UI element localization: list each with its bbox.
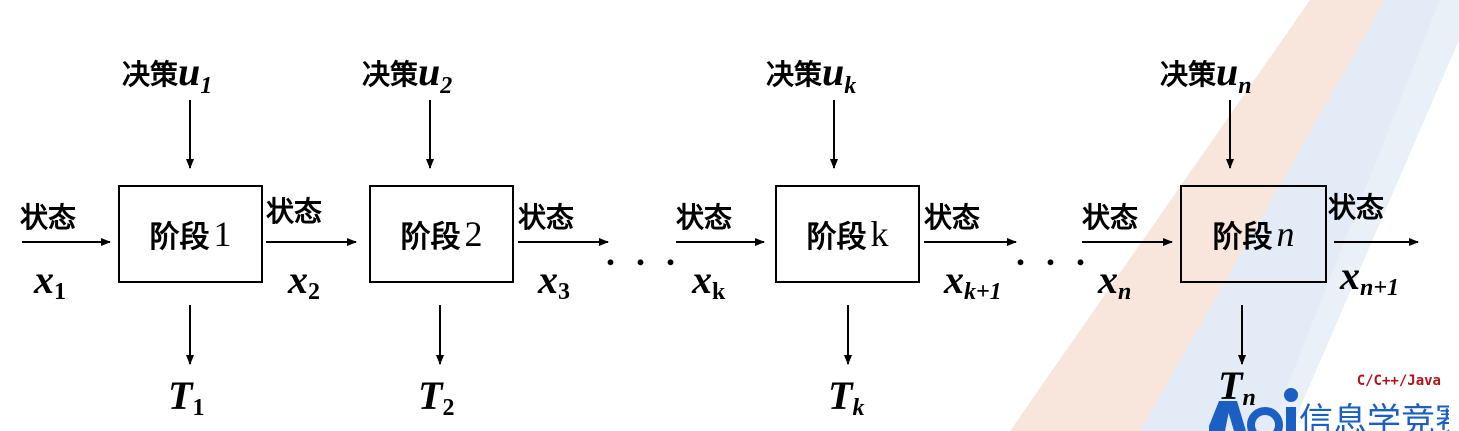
state-label-1: 状态 [20, 201, 77, 234]
stage-number: n [1276, 214, 1295, 254]
output-var-n: Tn [1218, 363, 1256, 411]
decision-label-n: 决策un [1160, 49, 1252, 99]
stage-label: 阶段 [1212, 220, 1273, 255]
output-var-2: T2 [418, 373, 455, 421]
decision-label-2: 决策u2 [362, 49, 453, 99]
state-var-2: x2 [288, 257, 320, 305]
logo-text: 信息学竞赛 [1299, 401, 1449, 431]
state-label-k1: 状态 [924, 201, 981, 234]
logo-subtitle: C/C++/Java [1356, 373, 1441, 389]
decision-label-1: 决策u1 [122, 49, 213, 99]
noi-logo-icon [1209, 388, 1298, 431]
decision-label-k: 决策uk [766, 49, 857, 99]
stage-number: k [870, 214, 889, 254]
state-label-2: 状态 [266, 195, 323, 228]
stage-label: 阶段 [400, 220, 461, 255]
output-var-k: Tk [828, 373, 865, 421]
state-var-3: x3 [538, 257, 570, 305]
state-var-n: xn [1098, 257, 1132, 305]
stage-label: 阶段 [149, 220, 210, 255]
logo: 信息学竞赛 C/C++/Java [1209, 371, 1449, 431]
state-label-n1: 状态 [1328, 191, 1385, 224]
state-var-1: x1 [34, 257, 66, 305]
stage-number: 1 [213, 214, 232, 254]
stage-number: 2 [464, 214, 483, 254]
output-var-1: T1 [168, 373, 205, 421]
ellipsis-1: . . . [606, 233, 681, 273]
ellipsis-2: . . . [1016, 233, 1091, 273]
state-var-k1: xk+1 [944, 257, 1002, 305]
state-var-k: xk [692, 257, 726, 305]
state-var-n1: xn+1 [1340, 253, 1400, 301]
state-label-3: 状态 [518, 201, 575, 234]
stage-label: 阶段 [806, 220, 867, 255]
state-label-n: 状态 [1082, 201, 1139, 234]
state-label-k: 状态 [676, 201, 733, 234]
